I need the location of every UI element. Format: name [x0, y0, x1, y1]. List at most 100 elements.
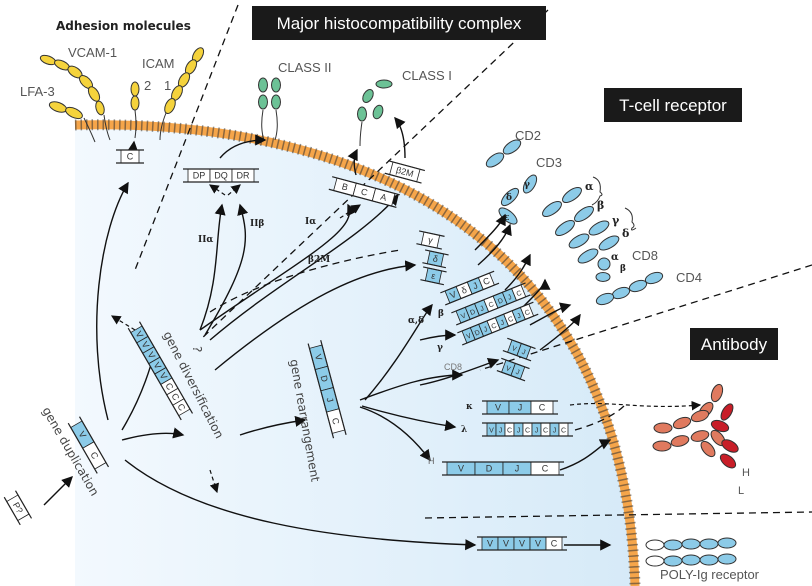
dna-strand — [3, 496, 21, 526]
dna-strand — [501, 357, 530, 370]
dna-strand — [14, 490, 33, 519]
tcr-beta-label: β — [597, 199, 604, 212]
gene-segment-label: V — [489, 428, 494, 435]
gene-segment-label: B — [341, 181, 349, 192]
dna-strand — [328, 188, 397, 208]
tcr-header-box — [604, 88, 742, 122]
antibody-heavy-label: H — [742, 467, 750, 479]
gene-segment-label: J — [499, 428, 503, 435]
dna-strand — [138, 321, 194, 414]
icam1-label: 1 — [164, 78, 171, 93]
tcr-gamma-delta — [568, 220, 620, 264]
gene-segment-label: γ — [427, 235, 434, 246]
antibody-protein — [652, 383, 739, 469]
mhc-proteins — [258, 77, 393, 122]
gene-segment-label: DP — [193, 171, 206, 181]
class2-label: CLASS II — [278, 60, 331, 75]
gene-segment-label: C — [481, 275, 491, 287]
i-alpha-label: Iα — [305, 217, 316, 227]
gene-segment-label: C — [524, 309, 531, 317]
gene-segment-label: δ — [432, 253, 439, 264]
mhc-header: Major histocompatibility complex — [277, 14, 522, 33]
class1-label: CLASS I — [402, 68, 452, 83]
gene-segment-label: J — [535, 428, 539, 435]
gene-vc-ancestor: VC — [67, 416, 110, 474]
ii-alpha-label: IIα — [198, 235, 213, 245]
gene-segment-label: V — [535, 539, 541, 549]
gene-segment-label: J — [518, 403, 523, 413]
class2-protein — [258, 77, 281, 110]
b2m-arrow-label: β2M — [308, 255, 330, 265]
gene-segment-label: J — [516, 313, 522, 321]
gene-segment-label: J — [479, 305, 485, 313]
gene-segment-label: V — [134, 329, 146, 339]
lfa3-label: LFA-3 — [20, 84, 55, 99]
icam2-protein — [130, 81, 140, 111]
dna-strand — [416, 243, 442, 250]
cd8-beta-label: β — [620, 264, 626, 274]
antibody-header-box — [690, 328, 778, 360]
adhesion-tails — [83, 109, 167, 143]
gene-segment-label: V — [460, 312, 467, 320]
gene-segment-label: DQ — [214, 171, 228, 181]
gene-segment-label: C — [169, 391, 181, 402]
gene-segment-label: V — [505, 365, 512, 373]
dna-strand — [420, 279, 445, 286]
dna-strand — [127, 327, 182, 421]
dna-strand — [424, 249, 449, 256]
kappa-label: κ — [466, 402, 473, 412]
antibody-light-label: L — [738, 485, 744, 497]
dna-strand — [451, 282, 526, 314]
gene-segment-label: C — [507, 316, 514, 324]
gene-segment-label: C — [163, 381, 175, 392]
gene-segment-label: D — [486, 464, 493, 474]
ii-beta-label: IIβ — [250, 219, 264, 229]
dna-strand — [502, 349, 532, 362]
cd8-arrow-label: CD8 — [444, 362, 462, 372]
dna-strand — [332, 176, 400, 196]
tcr-alpha-beta — [542, 186, 594, 237]
tcr-gamma-label: γ — [612, 214, 620, 227]
gene-segment-label: ε — [430, 271, 436, 282]
gene-segment-label: V — [158, 371, 170, 381]
tcr-proteins — [485, 139, 664, 306]
gene-segment-label: P? — [11, 501, 25, 516]
gene-segment-label: J — [517, 428, 521, 435]
gene-segment-label: V — [503, 539, 509, 549]
gene-segment-label: V — [313, 353, 324, 361]
gene-segment-label: C — [88, 450, 100, 461]
gene-segment-label: V — [495, 403, 501, 413]
gene-segment-label: J — [521, 349, 527, 357]
gene-segment-label: J — [553, 428, 557, 435]
dna-strand — [320, 340, 347, 435]
gamma-arrow-label: γ — [437, 343, 443, 353]
gene-segment-label: δ — [460, 285, 468, 296]
cd4-protein — [595, 271, 664, 306]
gene-cd3-delta: δ — [422, 249, 449, 269]
cd3-protein — [498, 174, 538, 225]
cd2-label: CD2 — [515, 128, 541, 143]
cd8-protein — [595, 257, 611, 282]
gene-segment-label: J — [500, 319, 506, 327]
dna-strand — [67, 422, 98, 474]
icam1-protein — [164, 47, 205, 114]
gene-segment-label: C — [488, 301, 495, 309]
gene-segment-label: A — [379, 192, 387, 203]
alpha-beta-brace — [591, 176, 603, 206]
gene-segment-label: C — [491, 322, 498, 330]
gene-cd3-epsilon: ε — [420, 266, 447, 286]
gene-segment-label: D — [319, 374, 330, 383]
gene-segment-label: C — [516, 290, 523, 298]
dna-strand — [307, 343, 335, 439]
dna-strand — [462, 313, 539, 346]
gene-segment-label: J — [471, 280, 479, 291]
